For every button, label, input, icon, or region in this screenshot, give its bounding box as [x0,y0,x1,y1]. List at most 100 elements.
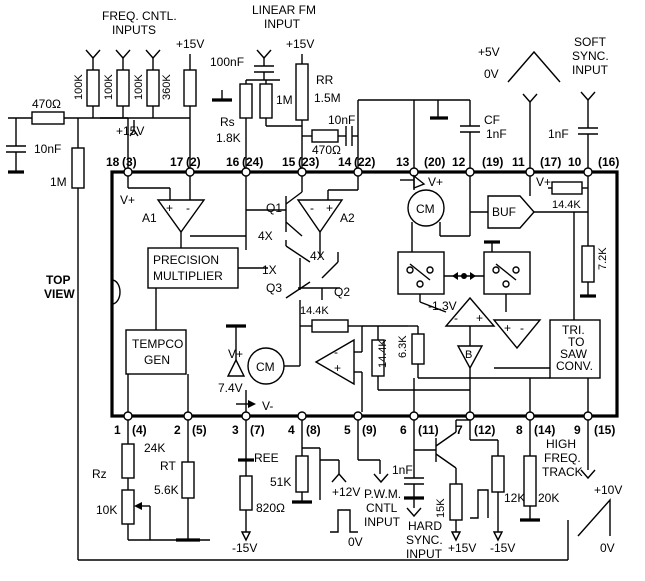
pin-label-alt: (11) [418,423,439,437]
rr-val-label: 1.5M [314,91,341,105]
r-51k-label: 51K [270,475,291,489]
pin-label: 9 [574,423,581,437]
zero-v-pwm-label: 0V [348,535,363,549]
rz-label: Rz [92,467,107,481]
soft-sync-label: SYNC. [572,49,609,63]
cm-bottom-label: CM [256,360,275,374]
resistor-10k [121,489,135,525]
hard-sync-network: 1nF HARD SYNC. INPUT 15K +15V [392,419,489,561]
hf-track-network: 12K -15V 20K HIGH FREQ. TRACK [469,420,583,555]
pin-label-alt: (12) [474,423,495,437]
left-input-network: 470Ω 10nF 1M [6,97,569,561]
cf-label: CF [484,113,500,127]
q1-label: Q1 [266,201,282,215]
vminus-label: V- [262,399,273,413]
pin-label: 4 [288,423,295,437]
pin-14 [353,167,363,177]
pin-label-alt: (20) [424,155,445,169]
rt-network: RT 5.6K [154,420,200,542]
pin-label-alt: (4) [132,423,147,437]
comparators: - + B + - [444,296,542,412]
hf-track-label: TRACK [542,465,583,479]
pin-label-alt: (3) [122,155,137,169]
pin-18 [123,167,133,177]
pin-4 [297,411,307,421]
cf-val-label: 1nF [486,127,507,141]
ree-network: REE 820Ω -15V [232,420,285,555]
pin-label: 1 [114,423,121,437]
plus5v-label: +5V [478,45,500,59]
r-5-6k-label: 5.6K [154,483,179,497]
pin-label: 11 [512,155,525,169]
resistor-15k [449,483,463,521]
r-7-2k-label: 7.2K [597,247,609,270]
r-360k-label: 360K [161,74,173,100]
minus15-bot-label: -15V [490,541,515,555]
zener-icon [226,358,246,377]
resistor-ree [239,475,253,511]
resistor-51k [295,455,309,493]
r-24k-label: 24K [144,441,165,455]
hard-sync-label: HARD [408,519,442,533]
cm-top-label: CM [416,202,435,216]
resistor-100k-c [146,69,160,107]
pin-label: 16 [226,155,240,169]
amp-a2 [296,199,344,234]
resistor-6-3k [411,333,425,365]
ic-package [110,170,619,418]
r-14-4k-b-label: 14.4K [300,305,329,317]
svg-text:-: - [334,345,338,359]
resistor-1m-left [71,147,85,189]
package-notch [111,279,121,305]
tempco-label: GEN [144,353,170,367]
cm-top-block: V+ CM -1.3V [397,174,531,313]
rz-network: 24K Rz 10K [92,420,210,541]
resistor-rt [181,461,195,499]
pin-17 [185,167,195,177]
plus15-bot-label: +15V [448,541,476,555]
pin-label-alt: (22) [354,155,375,169]
pin-15 [297,167,307,177]
saw-output: +10V 0V [577,420,622,555]
vplus-a1: V+ [120,193,135,207]
pin-label: 5 [344,423,351,437]
tri-label: TO [568,335,584,349]
pin-10 [583,167,593,177]
ree-label: REE [254,451,279,465]
freq-cntl-inputs: FREQ. CNTL. INPUTS 100K 100K 100K +15V 3… [73,9,204,138]
pin-label: 12 [452,155,466,169]
zero-v-bot-label: 0V [600,541,615,555]
sawtooth-wave-icon [577,498,611,537]
pin-label: 8 [516,423,523,437]
pwm-label: CNTL [366,501,398,515]
resistor-14-4k-a [551,181,583,195]
pulse-section: V+ 7.4V CM V- 14.4K - + 14.4K 6.3K [218,300,550,413]
current-mirror-top [407,189,445,227]
pin-label-alt: (24) [242,155,263,169]
r-10k-label: 10K [96,503,117,517]
x1-label: 1X [262,263,277,277]
buf-label: BUF [492,205,516,219]
svg-text:+: + [326,201,333,215]
q3-label: Q3 [266,281,282,295]
pin-7 [465,411,475,421]
tempco-label: TEMPCO [132,337,183,351]
c-10nf-left-label: 10nF [34,142,61,156]
plus10v-label: +10V [594,483,622,497]
pin-6 [409,411,419,421]
pulse-wave-icon [470,489,489,519]
resistor-360k [183,69,197,107]
amp-a1: V+ + - A1 [120,176,206,248]
c-100nf-label: 100nF [210,55,244,69]
pin-1 [123,411,133,421]
pin-label-alt: (8) [306,423,321,437]
svg-text:-: - [454,311,458,325]
top-view-label: TOP [46,273,70,287]
linear-fm-label: INPUT [264,17,301,31]
resistor-100k-b [116,69,130,107]
svg-text:-: - [186,201,190,215]
r-12k-label: 12K [504,491,525,505]
pin-label: 2 [174,423,181,437]
b-label: B [465,349,472,361]
